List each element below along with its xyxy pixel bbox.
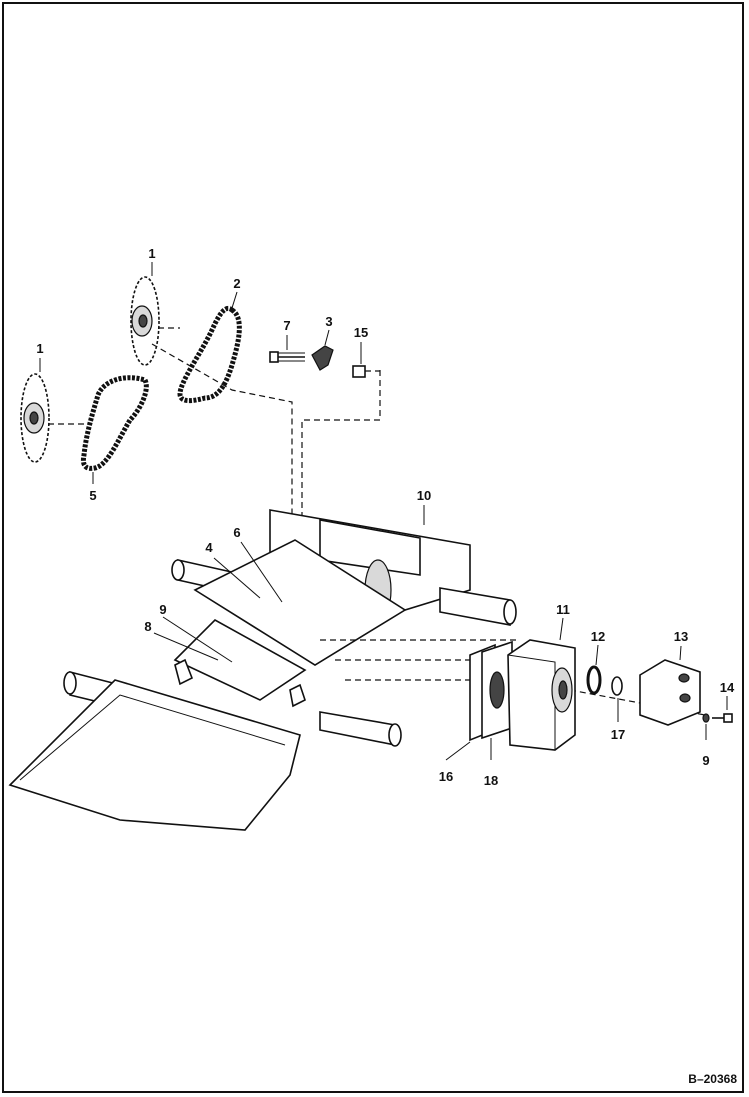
callout-12: 12 bbox=[591, 629, 605, 644]
sprocket-upper bbox=[130, 276, 180, 366]
chain-upper bbox=[177, 305, 242, 404]
seal-17 bbox=[611, 676, 623, 696]
washer-9 bbox=[702, 713, 710, 723]
callout-18: 18 bbox=[484, 773, 498, 788]
callout-3: 3 bbox=[325, 314, 332, 329]
bolt-7 bbox=[269, 351, 305, 363]
main-frame bbox=[8, 509, 517, 831]
callout-16: 16 bbox=[439, 769, 453, 784]
callout-17: 17 bbox=[611, 727, 625, 742]
o-ring-12 bbox=[586, 665, 602, 695]
callout-9-left: 9 bbox=[159, 602, 166, 617]
callout-13: 13 bbox=[674, 629, 688, 644]
callout-7: 7 bbox=[283, 318, 290, 333]
valve-block-13 bbox=[639, 659, 701, 726]
callout-10: 10 bbox=[417, 488, 431, 503]
nut-15 bbox=[352, 365, 380, 378]
callout-8: 8 bbox=[144, 619, 151, 634]
callout-5: 5 bbox=[89, 488, 96, 503]
sprocket-lower bbox=[20, 373, 85, 463]
callout-9-right: 9 bbox=[702, 753, 709, 768]
callout-1-lower: 1 bbox=[36, 341, 43, 356]
motor-11 bbox=[507, 639, 576, 751]
lever-3 bbox=[311, 345, 334, 371]
figure-reference: B–20368 bbox=[688, 1072, 737, 1086]
plate-18 bbox=[481, 640, 513, 740]
callout-6: 6 bbox=[233, 525, 240, 540]
callout-2: 2 bbox=[233, 276, 240, 291]
callout-4: 4 bbox=[205, 540, 213, 555]
callout-14: 14 bbox=[720, 680, 735, 695]
chain-lower bbox=[80, 375, 149, 471]
callout-11: 11 bbox=[556, 602, 570, 617]
callout-1-upper: 1 bbox=[148, 246, 155, 261]
callout-15: 15 bbox=[354, 325, 368, 340]
bolt-14 bbox=[712, 713, 733, 723]
